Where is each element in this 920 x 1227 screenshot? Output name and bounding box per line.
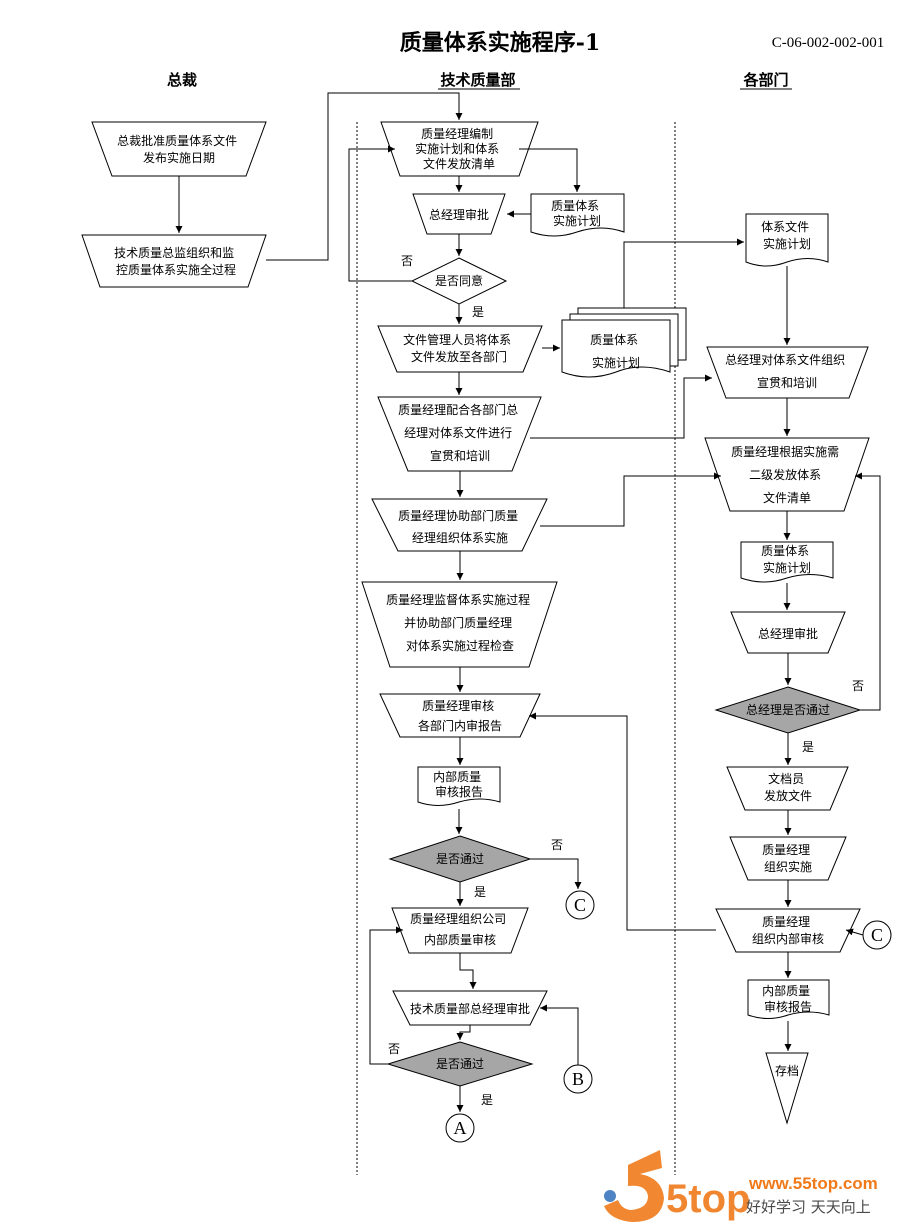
decision-agree: 是否同意 [410, 257, 508, 305]
node-archivist-distribute: 文档员 发放文件 [726, 766, 849, 811]
label-no: 否 [388, 1042, 400, 1056]
svg-text:质量经理根据实施需 二级发放体系 文: 质量经理根据实施需 二级发放体系 文件清单 [731, 444, 843, 505]
label-no: 否 [401, 254, 413, 268]
svg-text:总经理是否通过: 总经理是否通过 [746, 703, 830, 717]
svg-text:质量体系 实施计划: 质量体系 实施计划 [551, 199, 603, 228]
svg-text:技术质量总监组织和监 控质量体系实施全过程: 技术质量总监组织和监 控质量体系实施全过程 [114, 246, 238, 277]
svg-text:是否同意: 是否同意 [435, 273, 483, 288]
logo-graphic: 5top [604, 1150, 750, 1222]
document-internal-audit-report: 内部质量 审核报告 [417, 766, 501, 806]
label-yes: 是 [474, 885, 486, 899]
document-dept-quality-plan: 质量体系 实施计划 [740, 541, 834, 583]
node-qm-compile-plan: 质量经理编制 实施计划和体系 文件发放清单 [380, 121, 539, 177]
svg-text:质量经理配合各部门总 经理对体系文件进行: 质量经理配合各部门总 经理对体系文件进行 宣贯和培训 [398, 402, 522, 463]
svg-text:文档员 发放文件: 文档员 发放文件 [764, 771, 812, 803]
svg-text:质量经理 组织内部审核: 质量经理 组织内部审核 [752, 915, 824, 946]
document-code: C-06-002-002-001 [772, 35, 885, 51]
document-quality-plan: 质量体系 实施计划 [530, 193, 625, 237]
svg-text:质量经理编制 实施计划和体系 文件发: 质量经理编制 实施计划和体系 文件发放清单 [415, 126, 503, 171]
svg-text:C: C [574, 895, 586, 915]
svg-text:文件管理人员将体系 文件发放至各部门: 文件管理人员将体系 文件发放至各部门 [403, 332, 515, 364]
node-gm-approve: 总经理审批 [412, 193, 506, 235]
svg-text:质量体系 实施计划: 质量体系 实施计划 [590, 333, 642, 370]
svg-text:总经理审批: 总经理审批 [429, 207, 489, 222]
svg-text:质量体系 实施计划: 质量体系 实施计划 [761, 544, 813, 575]
node-president-approve: 总裁批准质量体系文件 发布实施日期 [91, 121, 267, 177]
svg-text:质量经理组织公司 内部质量审核: 质量经理组织公司 内部质量审核 [410, 912, 510, 947]
node-qm-secondary-distribution: 质量经理根据实施需 二级发放体系 文件清单 [704, 437, 870, 512]
node-qm-company-audit: 质量经理组织公司 内部质量审核 [391, 907, 529, 954]
svg-text:A: A [454, 1118, 467, 1138]
connector-c-middle: C [565, 890, 595, 920]
node-qm-supervise-process: 质量经理监督体系实施过程 并协助部门质量经理 对体系实施过程检查 [361, 581, 558, 668]
watermark-url: www.55top.com [748, 1174, 878, 1193]
connector-b: B [563, 1064, 593, 1094]
svg-text:质量经理监督体系实施过程 并协助部门质量经理: 质量经理监督体系实施过程 并协助部门质量经理 对体系实施过程检查 [386, 592, 534, 653]
node-qm-assist-implementation: 质量经理协助部门质量 经理组织体系实施 [371, 498, 548, 552]
svg-text:B: B [572, 1069, 584, 1089]
node-dept-gm-approve: 总经理审批 [730, 611, 846, 654]
svg-text:体系文件 实施计划: 体系文件 实施计划 [761, 219, 813, 251]
decision-passed-2: 是否通过 [386, 1041, 534, 1087]
svg-text:是否通过: 是否通过 [436, 852, 484, 866]
document-stack-quality-plan: 质量体系 实施计划 [561, 307, 687, 378]
svg-text:总裁批准质量体系文件 发布实施日期: 总裁批准质量体系文件 发布实施日期 [117, 133, 241, 165]
svg-text:内部质量 审核报告: 内部质量 审核报告 [762, 983, 814, 1014]
watermark-logo: 5top www.55top.com 好好学习 天天向上 [604, 1150, 878, 1222]
page-title: 质量体系实施程序-1 [400, 30, 600, 56]
label-yes: 是 [481, 1093, 493, 1107]
svg-text:是否通过: 是否通过 [436, 1057, 484, 1071]
flow-lines [175, 92, 881, 1112]
svg-text:质量经理审核 各部门内审报告: 质量经理审核 各部门内审报告 [418, 698, 502, 733]
node-gm-organize-training: 总经理对体系文件组织 宣贯和培训 [706, 346, 869, 399]
node-distribute-docs: 文件管理人员将体系 文件发放至各部门 [377, 325, 543, 373]
svg-text:质量经理 组织实施: 质量经理 组织实施 [762, 843, 814, 874]
document-dept-audit-report: 内部质量 审核报告 [747, 979, 830, 1019]
svg-text:总经理审批: 总经理审批 [758, 626, 818, 641]
node-qm-review-audit-report: 质量经理审核 各部门内审报告 [379, 693, 541, 738]
node-qm-cooperate-training: 质量经理配合各部门总 经理对体系文件进行 宣贯和培训 [377, 396, 542, 472]
svg-text:技术质量部总经理审批: 技术质量部总经理审批 [410, 1001, 530, 1016]
svg-text:内部质量 审核报告: 内部质量 审核报告 [433, 769, 485, 799]
node-archive: 存档 [765, 1052, 809, 1125]
lane-title-tech-quality: 技术质量部 [440, 71, 515, 89]
decision-passed-1: 是否通过 [388, 835, 532, 883]
svg-text:存档: 存档 [775, 1064, 799, 1078]
lane-title-president: 总裁 [167, 71, 197, 89]
svg-text:5top: 5top [666, 1177, 750, 1221]
lane-title-departments: 各部门 [742, 71, 788, 89]
node-tq-gm-approve: 技术质量部总经理审批 [392, 990, 548, 1026]
node-qm-internal-audit: 质量经理 组织内部审核 [715, 908, 861, 953]
label-yes: 是 [802, 740, 814, 754]
svg-text:总经理对体系文件组织 宣贯和培训: 总经理对体系文件组织 宣贯和培训 [725, 352, 849, 390]
watermark-slogan: 好好学习 天天向上 [746, 1198, 871, 1216]
svg-text:C: C [871, 925, 883, 945]
node-quality-director-monitor: 技术质量总监组织和监 控质量体系实施全过程 [81, 234, 267, 288]
connector-a: A [445, 1113, 475, 1143]
label-yes: 是 [472, 305, 484, 319]
document-system-plan: 体系文件 实施计划 [745, 213, 829, 267]
label-no: 否 [852, 679, 864, 693]
label-no: 否 [551, 838, 563, 852]
svg-text:质量经理协助部门质量 经理组织体系实施: 质量经理协助部门质量 经理组织体系实施 [398, 508, 522, 545]
decision-gm-passed: 总经理是否通过 [714, 686, 862, 734]
connector-c-right: C [862, 920, 892, 950]
node-qm-organize-implementation: 质量经理 组织实施 [729, 836, 847, 881]
